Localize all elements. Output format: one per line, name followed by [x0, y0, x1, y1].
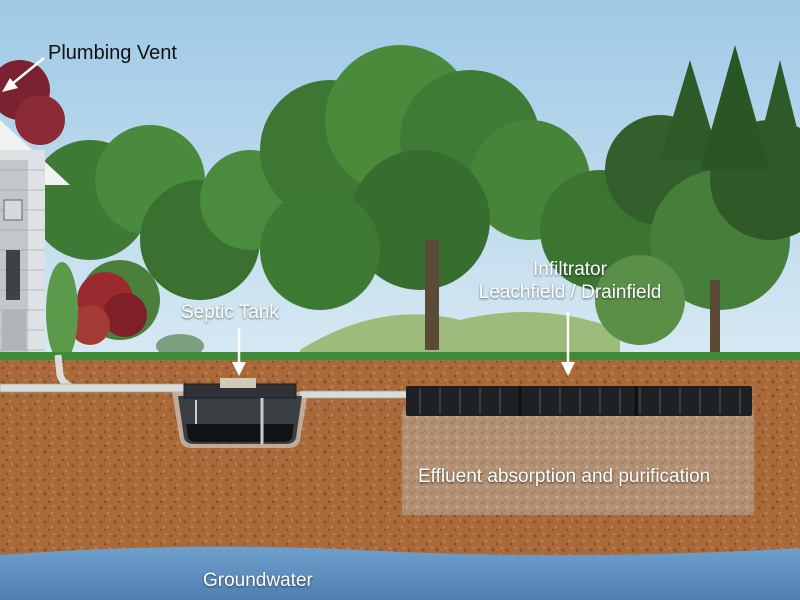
septic-tank-arrow: [232, 328, 246, 376]
septic-tank-label: Septic Tank: [181, 302, 279, 323]
shrub: [46, 262, 78, 362]
infiltrator-label: Infiltrator Leachfield / Drainfield: [460, 259, 680, 305]
plumbing-vent-label: Plumbing Vent: [48, 42, 177, 64]
plumbing-vent-arrow: [2, 57, 45, 92]
infiltrator-label-line1: Infiltrator: [533, 259, 607, 280]
effluent-label: Effluent absorption and purification: [418, 466, 711, 487]
lawn: [0, 352, 800, 362]
house: [0, 120, 70, 365]
groundwater-layer: [0, 546, 800, 600]
red-shrubs: [0, 60, 147, 345]
septic-tank-graphic: [172, 378, 308, 448]
absorption-bed: [402, 410, 754, 515]
drainfield-arrow: [561, 312, 575, 376]
outlet-pipe: [299, 390, 411, 399]
inlet-pipe: [0, 383, 191, 393]
groundwater-label: Groundwater: [203, 570, 313, 591]
hills: [300, 312, 620, 360]
infiltrator-chambers: [406, 386, 752, 416]
tree-line: [30, 45, 800, 355]
infiltrator-label-line2: Leachfield / Drainfield: [478, 281, 662, 303]
